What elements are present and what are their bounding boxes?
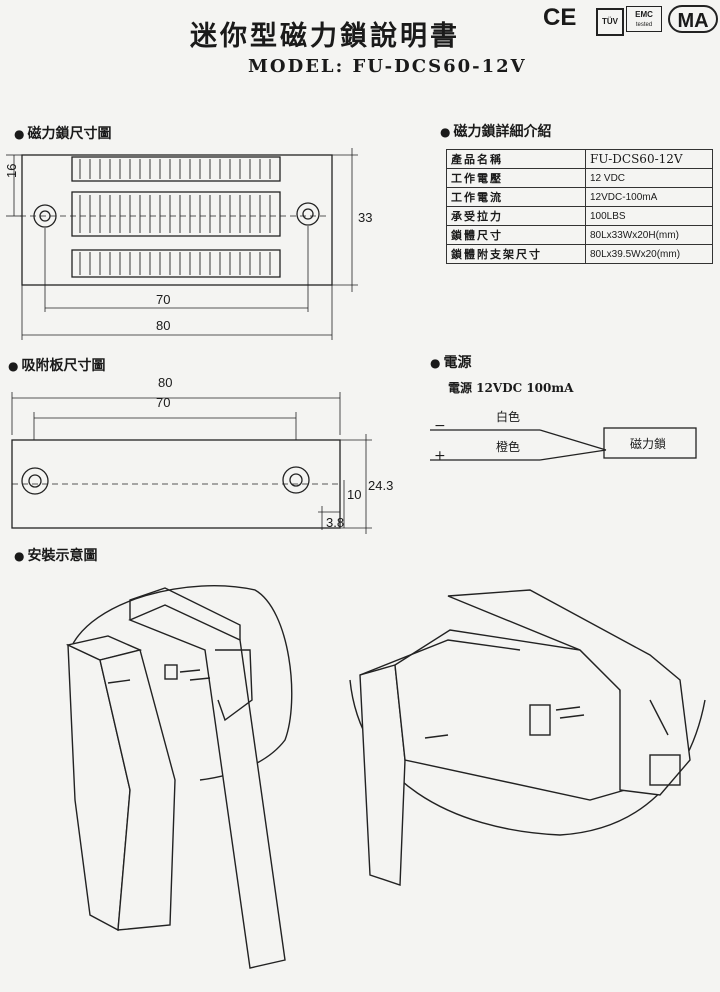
section-heading-power: ●電源 <box>430 352 471 372</box>
spec-label: 工作電壓 <box>446 168 586 188</box>
spec-value: 80Lx39.5Wx20(mm) <box>585 244 713 264</box>
bullet-icon: ● <box>14 127 25 141</box>
plate-offset-label: 3.8 <box>326 515 345 530</box>
spec-label: 鎖體附支架尺寸 <box>446 244 586 264</box>
plate-drawing <box>11 392 372 534</box>
lock-height-right-label: 33 <box>358 210 373 225</box>
heading-text: 磁力鎖詳細介紹 <box>453 124 552 140</box>
section-heading-installation: ●安裝示意圖 <box>14 545 97 565</box>
lock-height-left-label: 16 <box>4 163 19 178</box>
emc-label: EMC <box>635 10 653 19</box>
spec-label: 產品名稱 <box>446 149 586 169</box>
lock-inner-width-label: 70 <box>156 292 171 307</box>
bullet-icon: ● <box>430 356 441 370</box>
plate-hole-height-label: 10 <box>347 487 362 502</box>
plate-total-height-label: 24.3 <box>368 478 394 493</box>
heading-text: 磁力鎖尺寸圖 <box>27 126 112 142</box>
ma-mark: MA <box>668 5 718 33</box>
bullet-icon: ● <box>14 549 25 563</box>
wiring-diagram <box>430 427 697 461</box>
minus-terminal-label: − <box>434 418 446 434</box>
plate-inner-width-label: 70 <box>156 395 171 410</box>
heading-text: 安裝示意圖 <box>27 548 98 564</box>
plate-outer-width-label: 80 <box>158 375 173 390</box>
spec-value: FU-DCS60-12V <box>585 149 713 169</box>
wire-white-label: 白色 <box>496 410 521 424</box>
section-heading-lock-dimensions: ●磁力鎖尺寸圖 <box>14 123 111 143</box>
page-title: 迷你型磁力鎖說明書 <box>190 21 460 52</box>
emc-mark: EMC tested <box>626 6 662 32</box>
device-label: 磁力鎖 <box>630 437 667 451</box>
bullet-icon: ● <box>440 125 451 139</box>
power-rating: 電源 12VDC 100mA <box>448 381 574 395</box>
spec-label: 工作電流 <box>446 187 586 207</box>
wire-orange-label: 橙色 <box>496 440 521 454</box>
lock-outer-width-label: 80 <box>156 318 171 333</box>
plus-terminal-label: + <box>434 448 446 464</box>
section-heading-plate-dimensions: ●吸附板尺寸圖 <box>8 355 105 375</box>
bullet-icon: ● <box>8 359 19 373</box>
model-number: MODEL: FU-DCS60-12V <box>248 56 527 77</box>
installation-drawing-right <box>349 589 706 886</box>
heading-text: 吸附板尺寸圖 <box>21 358 106 374</box>
section-heading-details: ●磁力鎖詳細介紹 <box>440 121 551 141</box>
lock-body-drawing <box>6 148 358 340</box>
heading-text: 電源 <box>443 355 472 371</box>
installation-drawing-left <box>65 584 293 969</box>
emc-sub-label: tested <box>635 22 653 28</box>
tuv-mark: TÜV <box>596 8 624 36</box>
ce-mark: CE <box>543 4 577 31</box>
